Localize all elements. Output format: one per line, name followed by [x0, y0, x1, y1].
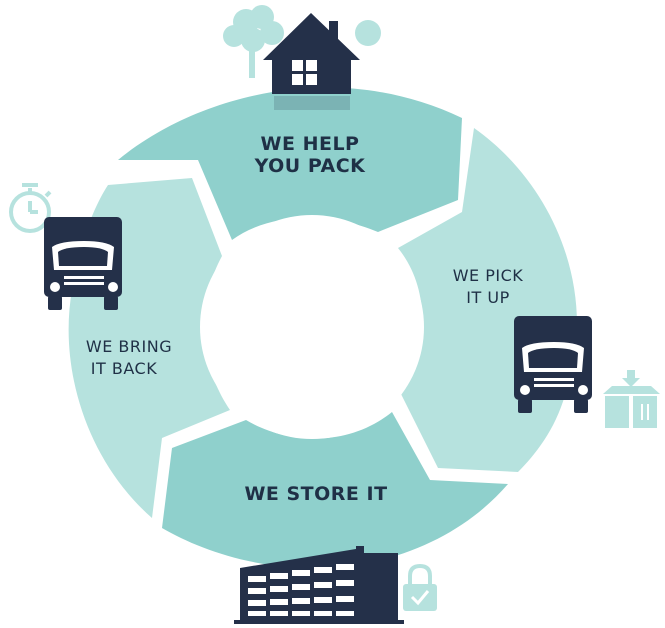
segment-help-pack — [118, 87, 462, 240]
step-2-line-2: IT UP — [466, 288, 509, 307]
step-4-line-2: IT BACK — [91, 359, 157, 378]
step-4-line-1: WE BRING — [86, 337, 172, 356]
house-icon — [263, 13, 360, 110]
sun-icon — [355, 20, 381, 46]
step-1-line-2: YOU PACK — [254, 155, 367, 177]
step-3-line-1: WE STORE IT — [244, 483, 387, 505]
center-hole — [200, 215, 424, 439]
truck-icon-left — [44, 217, 122, 310]
box-icon — [603, 370, 660, 428]
step-1-line-1: WE HELP — [261, 133, 360, 155]
segment-store — [162, 412, 508, 569]
padlock-icon — [403, 563, 437, 611]
step-2-line-1: WE PICK — [453, 266, 524, 285]
truck-icon-right — [514, 316, 592, 413]
tree-icon — [223, 5, 284, 78]
warehouse-icon — [234, 546, 404, 624]
stopwatch-icon — [9, 183, 52, 233]
